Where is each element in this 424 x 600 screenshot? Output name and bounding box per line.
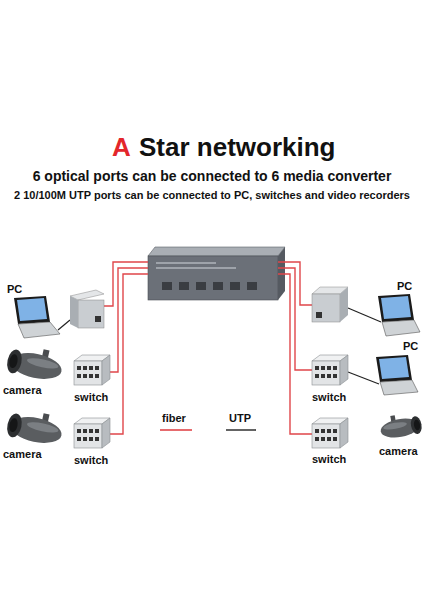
legend-text: fiber (162, 412, 186, 425)
fiber-lines (104, 262, 312, 434)
device-label: camera (379, 445, 418, 458)
device-node: switch (311, 390, 347, 405)
laptop-icon (376, 355, 418, 395)
device-label: switch (74, 391, 108, 404)
device-label: PC (397, 280, 412, 293)
device-label: switch (74, 454, 108, 467)
subtitle: 6 optical ports can be connected to 6 me… (33, 168, 392, 184)
device-node: switch (73, 390, 109, 405)
fiber-line (278, 268, 312, 370)
fiber-line (110, 274, 148, 434)
legend-fiber-sample (160, 429, 192, 431)
device-node: PC (6, 282, 23, 297)
device-node: camera (2, 383, 43, 398)
device-label: PC (7, 283, 22, 296)
legend-text: UTP (229, 412, 251, 425)
camera-icon (378, 411, 423, 440)
device-node: camera (378, 444, 419, 459)
fiber-line (110, 268, 148, 372)
device-node: camera (2, 447, 43, 462)
legend-utp-sample (226, 429, 256, 430)
switch-icon (74, 418, 110, 448)
camera-icon (5, 406, 65, 447)
device-label: camera (3, 448, 42, 461)
fiber-switch (148, 247, 285, 300)
device-label: camera (3, 384, 42, 397)
camera-icon (5, 342, 65, 383)
device-label: switch (312, 453, 346, 466)
title-letter: A (112, 133, 131, 163)
subtitle: 2 10/100M UTP ports can be connected to … (14, 189, 410, 202)
switch-icon (312, 355, 348, 385)
title: Star networking (139, 133, 335, 163)
media-converter (312, 287, 348, 322)
device-label: PC (403, 340, 418, 353)
utp-line (348, 308, 381, 322)
fiber-line (278, 274, 312, 434)
utp-line (348, 372, 379, 384)
device-node: switch (311, 452, 347, 467)
device-node: PC (396, 279, 413, 294)
device-node: PC (402, 339, 419, 354)
switch-icon (74, 355, 110, 385)
switch-icon (312, 418, 348, 448)
laptop-icon (378, 294, 420, 336)
media-converter (70, 290, 104, 328)
utp-line (58, 320, 70, 330)
device-label: switch (312, 391, 346, 404)
laptop-icon (14, 296, 60, 338)
device-node: switch (73, 453, 109, 468)
